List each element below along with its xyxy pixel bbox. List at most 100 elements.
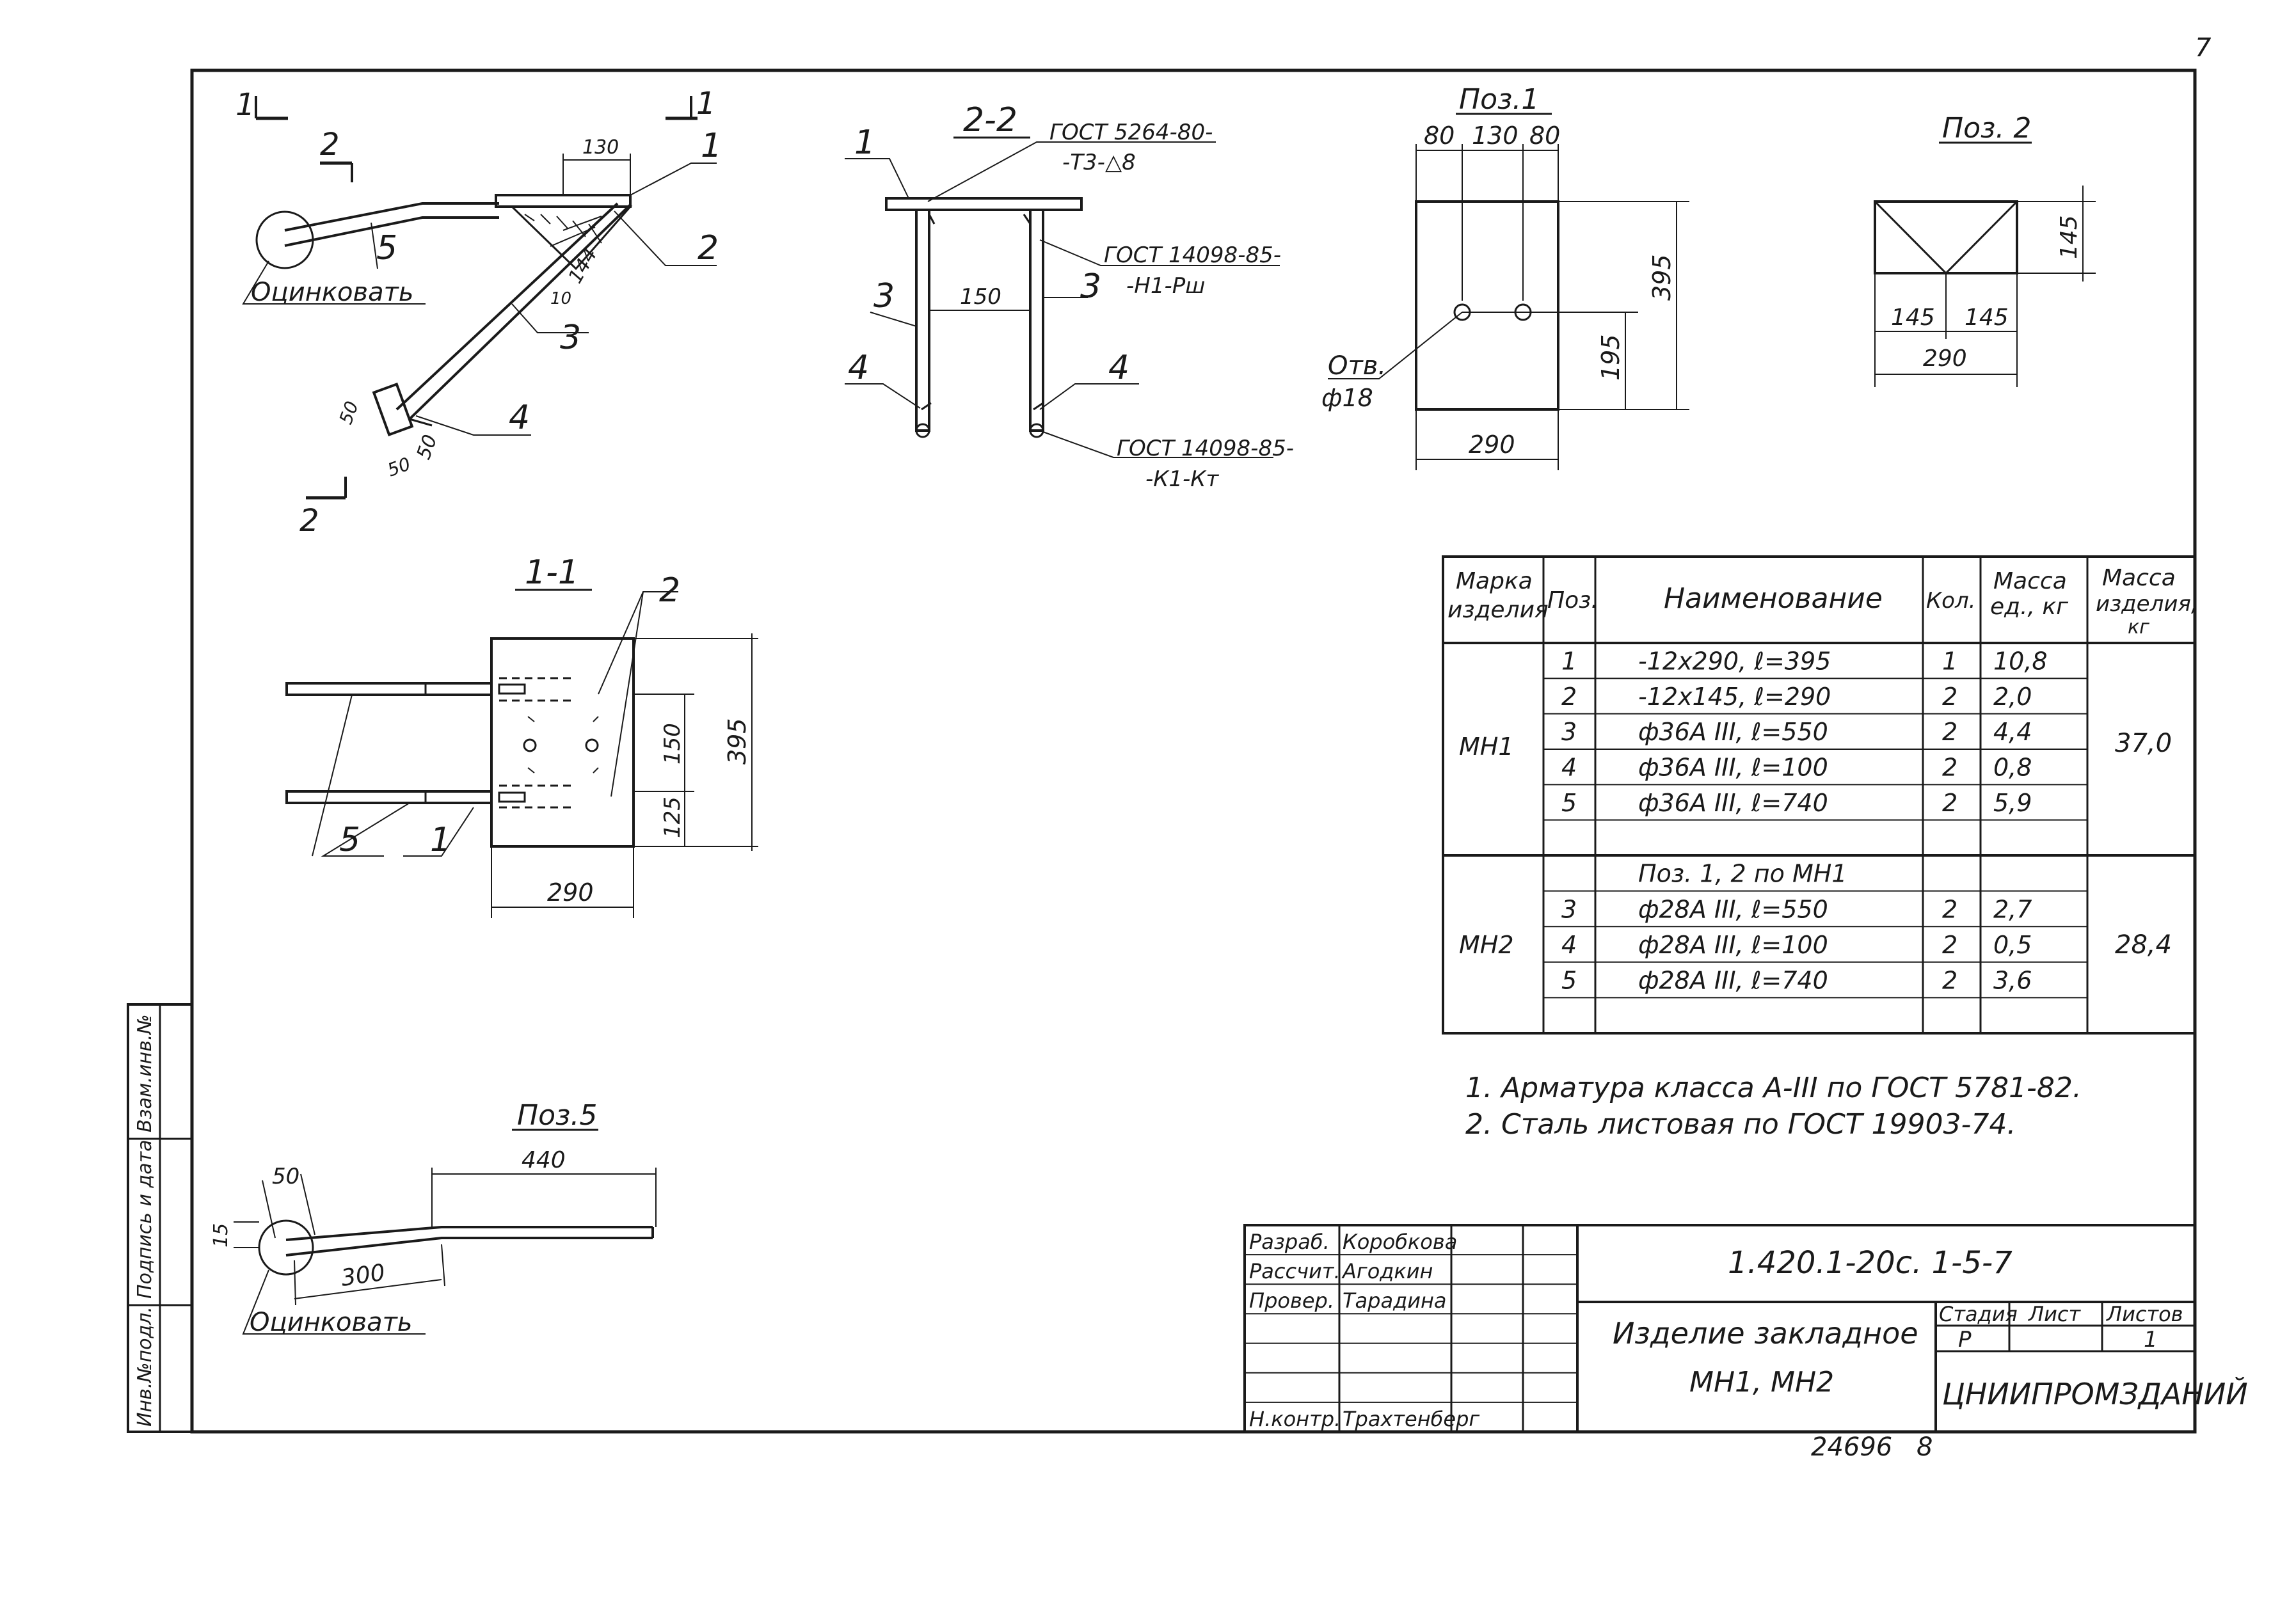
spec-cell-qty: 2 <box>1942 931 1957 959</box>
spec-cell-name: ф36А III, ℓ=740 <box>1638 789 1828 817</box>
main-dim-144: 144 <box>564 244 602 287</box>
sec22-title: 2-2 <box>963 101 1017 139</box>
spec-header-mass-item-1: Масса <box>2102 565 2176 591</box>
spec-cell-name: -12х145, ℓ=290 <box>1638 683 1831 711</box>
pos1-view: Поз.1 80 130 80 395 195 290 Отв. ф18 <box>1321 83 1689 470</box>
main-pos-3: 3 <box>560 319 581 357</box>
section-2-mark-bottom: 2 <box>299 503 319 539</box>
pos1-dim-130: 130 <box>1472 122 1519 150</box>
spec-cell-mass: 10,8 <box>1993 647 2048 676</box>
spec-header-mark-2: изделия <box>1447 597 1549 623</box>
pos1-dim-80a: 80 <box>1424 122 1455 150</box>
side-stamp-inv: Инв.№подл. <box>134 1306 156 1427</box>
spec-cell-name: ф36А III, ℓ=100 <box>1638 754 1828 782</box>
sec22-weld2-line1: ГОСТ 14098-85- <box>1104 242 1281 268</box>
spec-header-mass-item-2: изделия, <box>2096 591 2198 617</box>
main-dim-10: 10 <box>550 289 571 308</box>
main-pos-2: 2 <box>698 229 719 267</box>
pos2-dim-145a: 145 <box>1891 305 1935 331</box>
sec22-weld1-line1: ГОСТ 5264-80- <box>1049 120 1213 145</box>
pos2-title: Поз. 2 <box>1942 112 2031 145</box>
main-dim-50a: 50 <box>335 399 363 427</box>
spec-mass-mn2: 28,4 <box>2115 930 2172 960</box>
sec22-weld2-line2: -Н1-Рш <box>1126 273 1205 299</box>
sec22-pos-3a: 3 <box>873 277 895 315</box>
sec22-pos-4b: 4 <box>1108 349 1129 387</box>
pos5-view: Поз.5 440 50 15 300 Оцинковать <box>210 1099 657 1337</box>
sec22-weld3-line2: -К1-Кт <box>1145 466 1219 492</box>
pos2-dim-145-vertical: 145 <box>2056 215 2082 259</box>
main-dim-130: 130 <box>582 136 619 159</box>
section-2-2: 2-2 150 1 3 4 3 4 ГОСТ 5264-80- -Т3-△8 Г… <box>845 101 1294 492</box>
sec11-dim-125: 125 <box>660 797 685 838</box>
section-1-1: 1-1 2 5 1 395 150 125 290 <box>285 553 758 918</box>
title-role: Рассчит. <box>1249 1259 1341 1283</box>
section-1-mark-right: 1 <box>696 86 716 122</box>
spec-header-mass-item-3: кг <box>2128 616 2149 638</box>
title-role: Н.контр. <box>1249 1407 1341 1431</box>
spec-header-mass-unit-1: Масса <box>1993 568 2067 594</box>
spec-cell-qty: 2 <box>1942 718 1957 746</box>
spec-cell-pos: 4 <box>1561 931 1577 959</box>
side-stamp-sign: Подпись и дата <box>134 1140 156 1299</box>
spec-cell-name: ф28А III, ℓ=550 <box>1638 895 1828 923</box>
pos2-view: Поз. 2 145 145 145 290 <box>1874 112 2096 387</box>
spec-cell-pos: 3 <box>1561 718 1577 746</box>
spec-cell-qty: 2 <box>1942 789 1957 817</box>
title-person: Тарадина <box>1343 1289 1447 1313</box>
sec11-pos-5: 5 <box>339 821 360 859</box>
sec11-dim-150: 150 <box>660 723 685 765</box>
sec22-dim-150: 150 <box>960 284 1001 310</box>
spec-header-mass-unit-2: ед., кг <box>1990 594 2069 620</box>
spec-cell-qty: 2 <box>1942 683 1957 711</box>
note-1: 1. Арматура класса А-III по ГОСТ 5781-82… <box>1465 1072 2082 1104</box>
spec-cell-qty: 1 <box>1942 647 1957 676</box>
sec22-weld1-line2: -Т3-△8 <box>1062 150 1136 175</box>
sec11-pos-1: 1 <box>430 821 451 859</box>
pos1-dim-290: 290 <box>1469 431 1515 459</box>
sec11-pos-2: 2 <box>659 571 680 610</box>
spec-cell-mass: 4,4 <box>1993 718 2032 746</box>
pos1-dim-80b: 80 <box>1529 122 1560 150</box>
sec11-dim-395: 395 <box>723 718 751 765</box>
title-doc-number: 1.420.1-20с. 1-5-7 <box>1728 1245 2013 1281</box>
title-block: Разраб.КоробковаРассчит.АгодкинПровер.Та… <box>1243 1224 2248 1433</box>
spec-cell-qty: 2 <box>1942 967 1957 995</box>
title-stage: Р <box>1958 1327 1972 1352</box>
side-stamp-replace: Взам.инв.№ <box>134 1014 156 1132</box>
pos1-dim-395: 395 <box>1648 254 1676 301</box>
title-sheets: 1 <box>2144 1327 2158 1352</box>
page-number: 7 <box>2195 33 2212 63</box>
spec-cell-name: ф36А III, ℓ=550 <box>1638 718 1828 746</box>
spec-mark-mn1: МН1 <box>1459 733 1514 761</box>
spec-cell-qty: 2 <box>1942 895 1957 923</box>
title-person: Агодкин <box>1341 1259 1433 1283</box>
sec11-dim-290: 290 <box>547 878 594 907</box>
spec-header-mark-1: Марка <box>1456 568 1533 594</box>
pos5-dim-15: 15 <box>210 1223 232 1248</box>
spec-cell-name: Поз. 1, 2 по МН1 <box>1638 860 1847 888</box>
spec-cell-pos: 5 <box>1561 789 1577 817</box>
spec-cell-pos: 3 <box>1561 895 1577 923</box>
spec-cell-mass: 2,7 <box>1993 895 2032 923</box>
title-person: Трахтенберг <box>1343 1407 1479 1431</box>
spec-header-qty: Кол. <box>1926 588 1975 614</box>
pos1-hole-line2: ф18 <box>1321 384 1373 412</box>
title-role: Провер. <box>1249 1289 1334 1313</box>
spec-cell-mass: 2,0 <box>1993 683 2032 711</box>
spec-rows: 1 -12х290, ℓ=395 1 10,8 2 -12х145, ℓ=290 2 2,0 3… <box>1543 647 2087 999</box>
title-organization: ЦНИИПРОМЗДАНИЙ <box>1942 1377 2248 1411</box>
main-dim-50b: 50 <box>385 453 413 480</box>
side-stamp: Инв.№подл. Подпись и дата Взам.инв.№ <box>127 1003 193 1433</box>
spec-cell-pos: 5 <box>1561 967 1577 995</box>
main-note-galvanize: Оцинковать <box>251 278 413 307</box>
title-item-line1: Изделие закладное <box>1613 1316 1918 1351</box>
title-block-rows: Разраб.КоробковаРассчит.АгодкинПровер.Та… <box>1245 1230 1577 1431</box>
spec-cell-name: -12х290, ℓ=395 <box>1638 647 1831 676</box>
spec-cell-pos: 1 <box>1561 647 1577 676</box>
title-person: Коробкова <box>1343 1230 1457 1254</box>
spec-table: Марка изделия Поз. Наименование Кол. Мас… <box>1442 555 2198 1035</box>
title-stage-label: Стадия <box>1939 1302 2018 1326</box>
archive-suffix: 8 <box>1917 1432 1933 1462</box>
spec-header-name: Наименование <box>1664 582 1883 615</box>
